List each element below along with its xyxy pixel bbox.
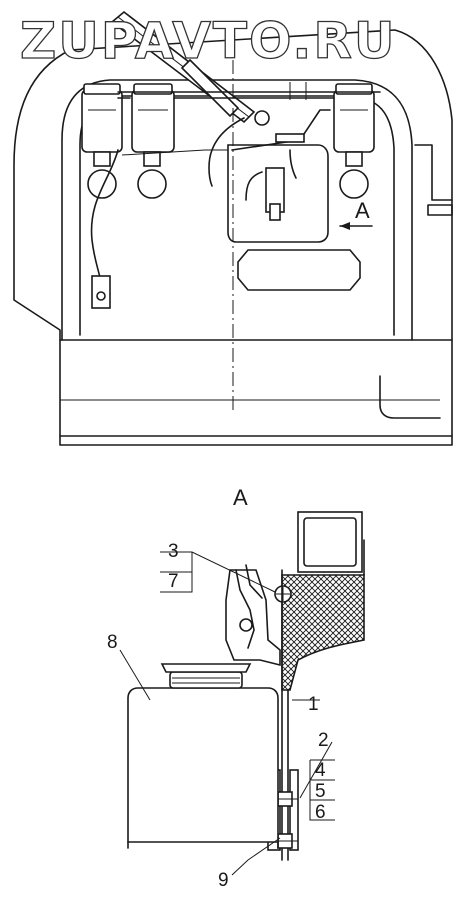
tank-neck	[169, 671, 243, 689]
view-marker: A	[355, 198, 370, 223]
cab-inner-arch	[61, 79, 413, 341]
callout-8: 8	[107, 632, 118, 653]
tube-profile	[297, 511, 363, 573]
washer-reservoir-front	[227, 109, 331, 243]
section-a: A	[107, 485, 365, 891]
callout-1: 1	[308, 694, 319, 715]
callout-3: 3	[168, 541, 179, 562]
cab-outer-contour	[13, 29, 453, 446]
tank-8	[127, 687, 279, 843]
lamp-2	[131, 83, 175, 199]
tank-cap	[160, 663, 252, 673]
callout-7: 7	[168, 571, 179, 592]
callout-2: 2	[318, 730, 329, 751]
right-hinge	[427, 204, 453, 216]
name-plate	[237, 249, 361, 291]
lamp-3	[333, 83, 375, 199]
section-title: A	[233, 485, 248, 510]
callout-6: 6	[315, 802, 326, 823]
right-edge	[414, 144, 453, 201]
seal-cushion	[281, 574, 365, 691]
watermark: ZUPAVTO.RU	[20, 12, 397, 70]
wiper-pivot	[254, 110, 270, 126]
bracket	[225, 569, 281, 667]
callout-9: 9	[218, 870, 229, 891]
front-view: A	[13, 10, 453, 446]
lamp-1	[81, 83, 123, 199]
wire-left	[90, 149, 119, 279]
bottom-hook	[379, 375, 441, 419]
callout-4: 4	[315, 760, 326, 781]
callout-5: 5	[315, 781, 326, 802]
